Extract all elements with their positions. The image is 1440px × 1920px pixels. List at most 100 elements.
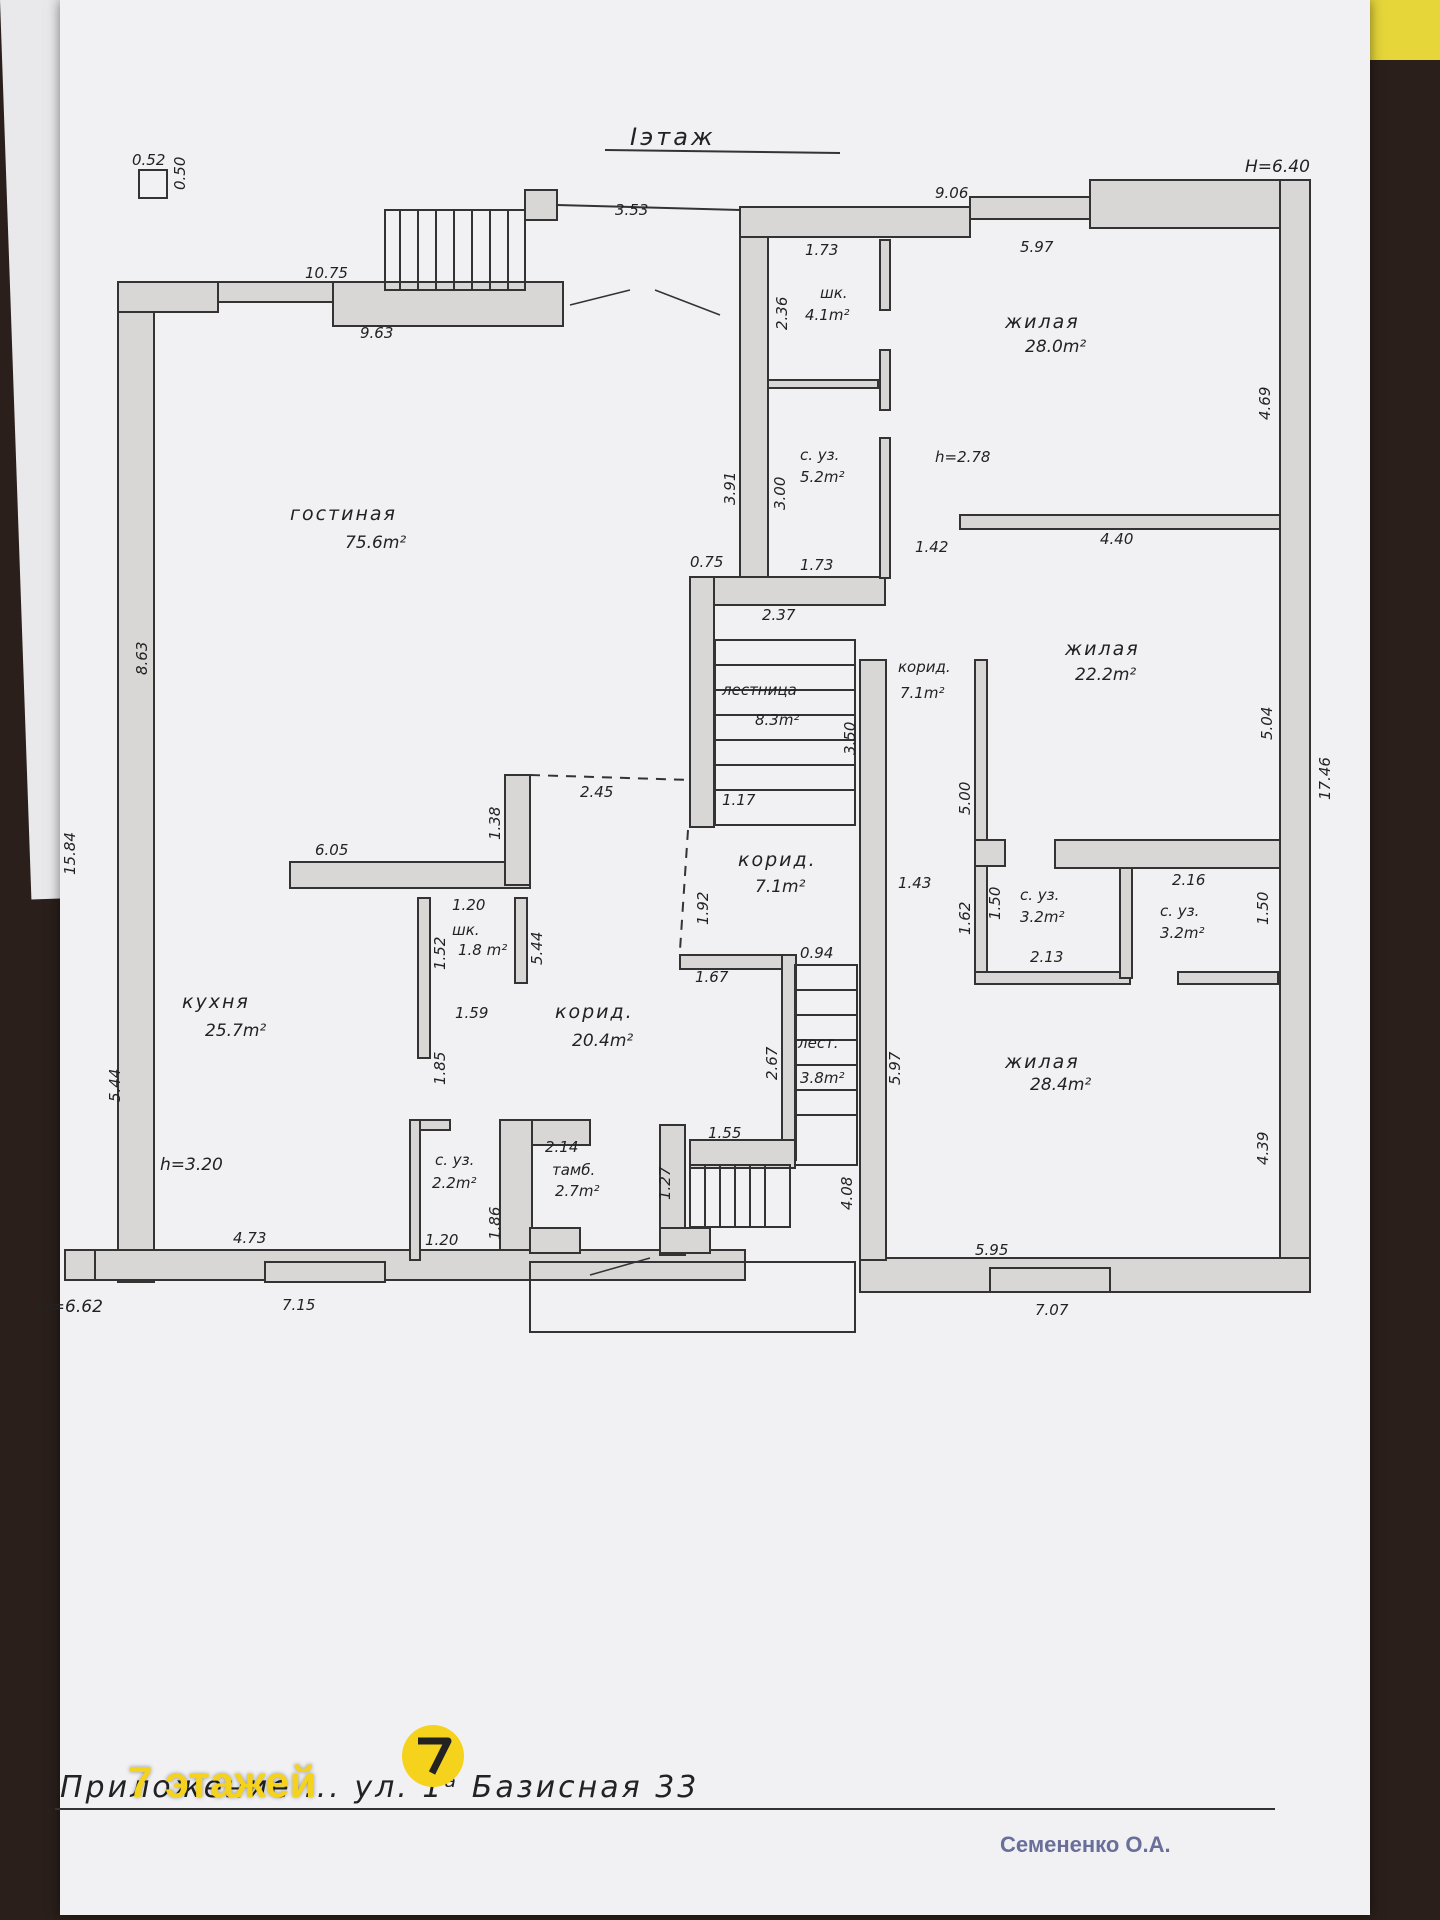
- dim-label: 9.63: [360, 324, 393, 342]
- document-caption: Приложение ... ул. 1ᵃ Базисная 33: [60, 1770, 700, 1805]
- wc-left-name: с. уз.: [435, 1151, 474, 1169]
- kitchen-area: 25.7m²: [205, 1021, 266, 1041]
- dim-label: 2.14: [545, 1138, 578, 1156]
- dim-label: 0.94: [800, 944, 833, 962]
- dim-label: 1.17: [722, 791, 756, 809]
- stair-lower-name: лест.: [797, 1034, 839, 1052]
- dim-label: 9.06: [935, 184, 968, 202]
- dim-label: 2.16: [1172, 871, 1205, 889]
- stair-upper-name: лестница: [721, 681, 797, 699]
- dim-label: 4.39: [1254, 1132, 1272, 1165]
- corridor-right-area: 7.1m²: [900, 684, 944, 702]
- dim-label: 1.67: [695, 968, 729, 986]
- watermark-logo: [402, 1725, 464, 1787]
- dim-label: 1.92: [694, 892, 712, 925]
- corridor-mid-area: 7.1m²: [755, 877, 806, 897]
- dim-label: 15.84: [61, 832, 79, 875]
- closet-top-name: шк.: [820, 284, 848, 302]
- porch: [529, 1261, 856, 1333]
- openings: [529, 774, 691, 951]
- dim-label: 2.37: [762, 606, 796, 624]
- bedroom-1-name: жилая: [1004, 311, 1080, 333]
- dim-label: 1.27: [656, 1166, 674, 1200]
- dim-label: 5.00: [956, 782, 974, 815]
- living-room-name: гостиная: [290, 503, 397, 525]
- stair-lower-area: 3.8m²: [800, 1069, 844, 1087]
- dim-label: 1.42: [915, 538, 948, 556]
- dim-label: 10.75: [305, 264, 348, 282]
- watermark-text: 7 этажей: [128, 1758, 317, 1807]
- vestibule-name: тамб.: [552, 1161, 595, 1179]
- wc-left-area: 2.2m²: [432, 1174, 476, 1192]
- vestibule-area: 2.7m²: [555, 1182, 599, 1200]
- wc-right-name: с. уз.: [1160, 902, 1199, 920]
- dim-label: 1.20: [452, 896, 485, 914]
- author-stamp: Семененко О.А.: [1000, 1832, 1171, 1857]
- dim-label: 7.07: [1035, 1301, 1069, 1319]
- dim-label: 17.46: [1316, 757, 1334, 800]
- dim-label: 8.63: [133, 642, 151, 675]
- kitchen-name: кухня: [182, 991, 250, 1013]
- dim-label: 5.44: [528, 932, 546, 965]
- dim-label: 1.73: [805, 241, 838, 259]
- seven-logo-icon: [418, 1737, 452, 1775]
- dim-label: 1.38: [486, 807, 504, 840]
- dim-label: 1.52: [431, 937, 449, 970]
- dim-label: 4.40: [1100, 530, 1133, 548]
- dim-label: 4.08: [838, 1177, 856, 1210]
- dim-label: 3.53: [615, 201, 648, 219]
- dim-label: 4.73: [233, 1229, 266, 1247]
- bedroom-3-area: 28.4m²: [1030, 1075, 1091, 1095]
- dim-label: 2.13: [1030, 948, 1063, 966]
- elevation-top-right: H=6.40: [1245, 157, 1310, 177]
- background-folder: [1360, 0, 1440, 60]
- corridor-main-area: 20.4m²: [572, 1031, 633, 1051]
- ceiling-height-right: h=2.78: [935, 448, 990, 466]
- dim-label: 5.97: [886, 1051, 904, 1085]
- bedroom-3-name: жилая: [1004, 1051, 1080, 1073]
- closet-mid-name: шк.: [452, 921, 480, 939]
- dim-label: 6.05: [315, 841, 348, 859]
- entry-steps: [384, 189, 741, 291]
- ceiling-height-left: h=3.20: [160, 1155, 223, 1175]
- dim-label: 5.44: [106, 1069, 124, 1102]
- dim-label: 3.00: [771, 477, 789, 510]
- dim-label: 1.50: [1254, 892, 1272, 925]
- dim-label: 2.45: [580, 783, 613, 801]
- walls: [64, 169, 1311, 1293]
- dim-label: 5.95: [975, 1241, 1008, 1259]
- wc-mid-name: с. уз.: [1020, 886, 1059, 904]
- caption-underline: [55, 1808, 1275, 1810]
- living-room-area: 75.6m²: [345, 533, 406, 553]
- stair-upper-area: 8.3m²: [755, 711, 799, 729]
- plan-title: Iэтаж: [630, 123, 716, 151]
- closet-mid-area: 1.8 m²: [458, 941, 507, 959]
- dim-label: 2.67: [763, 1046, 781, 1080]
- dim-label: 0.75: [690, 553, 723, 571]
- wc-top-area: 5.2m²: [800, 468, 844, 486]
- corridor-right-name: корид.: [898, 658, 951, 676]
- dim-label: 1.62: [956, 902, 974, 935]
- dim-label: 1.43: [898, 874, 931, 892]
- dim-label: 1.55: [708, 1124, 741, 1142]
- dim-label: 7.15: [282, 1296, 315, 1314]
- closet-top-area: 4.1m²: [805, 306, 849, 324]
- dim-label: 5.04: [1258, 707, 1276, 740]
- wc-mid-area: 3.2m²: [1020, 908, 1064, 926]
- corridor-mid-name: корид.: [738, 849, 817, 871]
- dim-label: 3.91: [721, 472, 739, 505]
- dim-label: 2.36: [773, 297, 791, 330]
- title-underline: [604, 149, 841, 154]
- staircase: [689, 639, 858, 1228]
- dim-label: 1.20: [425, 1231, 458, 1249]
- bedroom-2-area: 22.2m²: [1075, 665, 1136, 685]
- wc-right-area: 3.2m²: [1160, 924, 1204, 942]
- corridor-main-name: корид.: [555, 1001, 634, 1023]
- elevation-bottom-left: H=6.62: [38, 1297, 103, 1317]
- dim-label: 4.69: [1256, 387, 1274, 420]
- dim-label: 1.86: [486, 1207, 504, 1240]
- bedroom-2-name: жилая: [1064, 638, 1140, 660]
- dim-label: 3.50: [841, 722, 859, 755]
- dim-label: 5.97: [1020, 238, 1054, 256]
